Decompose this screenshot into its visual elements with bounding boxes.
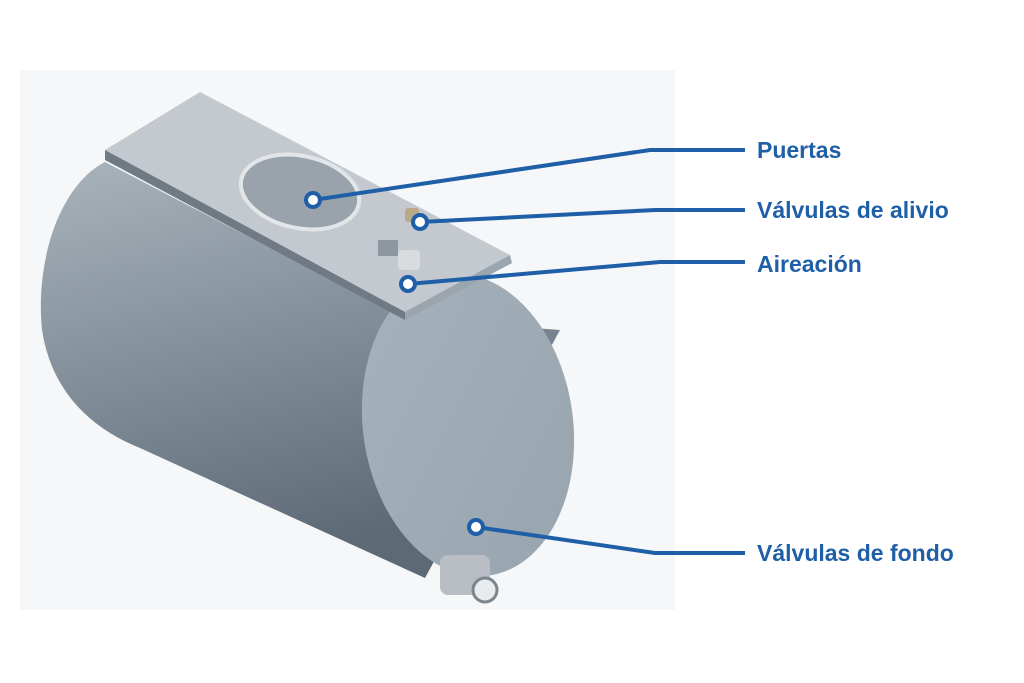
- tank-slab-edge: [105, 150, 405, 320]
- callout-dot-puertas: [304, 191, 322, 209]
- label-aireacion: Aireación: [757, 251, 862, 277]
- manhole-door: [238, 152, 362, 232]
- label-puertas: Puertas: [757, 137, 842, 163]
- callout-dot-aireacion: [399, 275, 417, 293]
- callout-dot-alivio: [411, 213, 429, 231]
- label-valvulas-alivio: Válvulas de alivio: [757, 197, 949, 223]
- callout-line-puertas: [312, 148, 745, 202]
- callout-lines: [312, 148, 745, 555]
- callout-line-fondo: [475, 525, 745, 555]
- callout-dot-fondo: [467, 518, 485, 536]
- callout-line-aireacion: [407, 260, 745, 286]
- bottom-valve: [440, 555, 499, 604]
- callout-line-alivio: [419, 208, 745, 224]
- aeration-fitting: [378, 240, 420, 270]
- label-valvulas-fondo: Válvulas de fondo: [757, 540, 954, 566]
- tank-end-face: [361, 273, 575, 577]
